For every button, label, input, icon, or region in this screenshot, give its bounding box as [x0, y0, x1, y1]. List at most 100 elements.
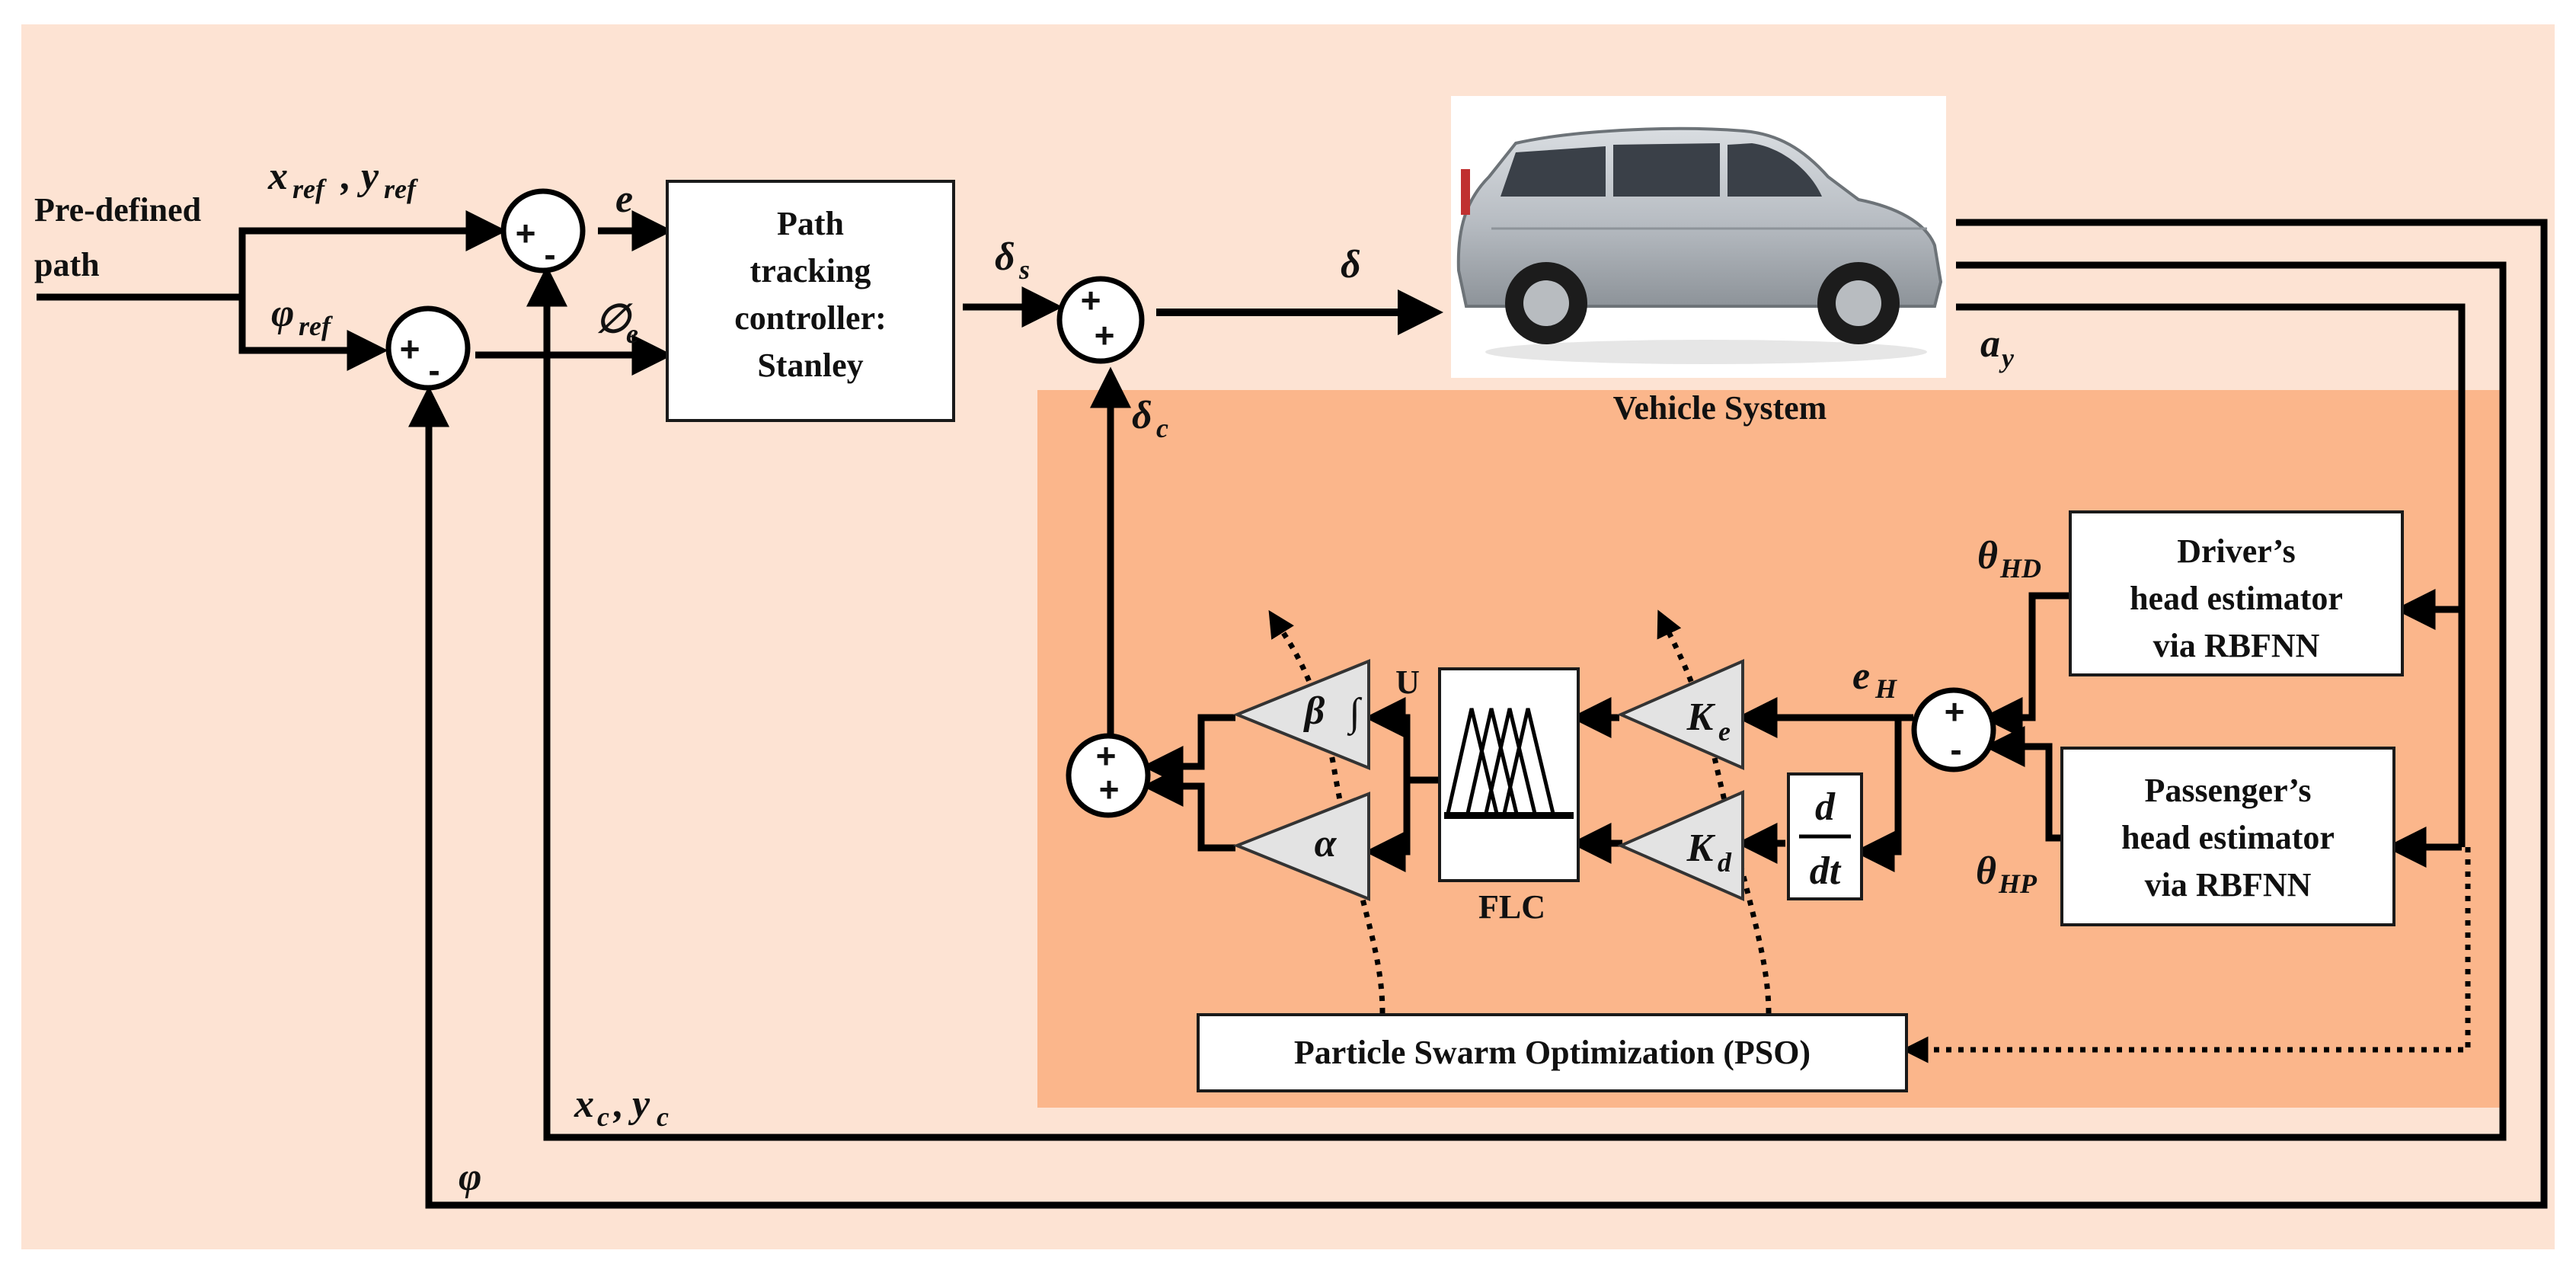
- beta-symbol: β: [1303, 689, 1325, 733]
- stanley-label-2: tracking: [750, 252, 871, 289]
- eh-subscript: H: [1874, 673, 1897, 704]
- theta-hd-subscript: HD: [1999, 553, 2041, 584]
- signal-delta-s: δ s: [995, 235, 1030, 285]
- xref-symbol: x: [267, 155, 288, 198]
- derivative-denominator: dt: [1810, 849, 1842, 893]
- sum1-sign-b: -: [544, 235, 555, 274]
- stanley-label-3: controller:: [734, 299, 887, 337]
- delta-c-subscript: c: [1156, 413, 1168, 443]
- sum4-sign-b: +: [1099, 769, 1120, 809]
- integral-symbol: ∫: [1347, 691, 1363, 736]
- yref-subscript: ref: [384, 174, 418, 204]
- sum5-sign-a: +: [1945, 692, 1965, 731]
- stanley-controller-block: [666, 180, 955, 422]
- driver-label-1: Driver’s: [2177, 532, 2296, 570]
- signal-theta-hp: θ HP: [1976, 849, 2037, 899]
- sum5-sign-b: -: [1950, 730, 1961, 769]
- signal-e: e: [615, 177, 633, 221]
- wire-phi-feedback: [408, 219, 2548, 1209]
- delta-c-symbol: δ: [1132, 394, 1152, 437]
- kd-symbol: K: [1686, 827, 1716, 870]
- phiref-symbol: φ: [271, 292, 294, 335]
- wire-flc-out: [1364, 697, 1438, 784]
- pso-block: [1197, 1013, 1908, 1092]
- yc-subscript: c: [657, 1102, 669, 1132]
- beta-integral-gain: [1232, 659, 1370, 770]
- phiref-subscript: ref: [299, 311, 333, 341]
- sum-junction-head-error: [1911, 687, 1996, 772]
- vehicle-system-label: Vehicle System: [1613, 389, 1827, 427]
- passenger-label-3: via RBFNN: [2145, 866, 2312, 903]
- xc-subscript: c: [597, 1102, 609, 1132]
- sum4-sign-a: +: [1096, 736, 1117, 776]
- wire-eh-derivative: [1853, 718, 1902, 872]
- sum2-sign-b: -: [428, 350, 439, 390]
- wire-xcyc-feedback: [526, 261, 2507, 1141]
- sum2-sign-a: +: [400, 329, 420, 369]
- wire-xref: [238, 210, 507, 297]
- xref-subscript: ref: [292, 174, 327, 204]
- sum-junction-compensation: [1066, 733, 1151, 818]
- input-label-1: Pre-defined: [34, 191, 201, 229]
- wire-pso-feedback: [1901, 847, 2471, 1063]
- vehicle-image: [1451, 96, 1946, 378]
- ke-subscript: e: [1718, 716, 1731, 747]
- alpha-gain: [1232, 792, 1370, 901]
- theta-hp-symbol: θ: [1976, 849, 1996, 893]
- signal-delta: δ: [1341, 243, 1361, 286]
- phie-subscript: e: [626, 318, 638, 349]
- ay-symbol: a: [1980, 322, 2000, 366]
- wire-phiref: [238, 297, 388, 371]
- sum-junction-steering: [1056, 276, 1145, 364]
- kd-gain: [1617, 789, 1744, 902]
- sum-junction-position: [500, 188, 586, 273]
- theta-hp-subscript: HP: [1998, 868, 2037, 899]
- xc-comma: ,: [612, 1083, 624, 1126]
- flc-label: FLC: [1478, 888, 1545, 926]
- driver-head-estimator-block: [2069, 510, 2404, 676]
- ay-subscript: y: [1999, 343, 2015, 373]
- sum3-sign-a: +: [1081, 280, 1101, 320]
- pso-tune-beta-alpha: [1268, 609, 1385, 1014]
- signal-eh: e H: [1852, 654, 1897, 704]
- wire-flc-alpha: [1364, 780, 1411, 872]
- signal-delta-c: δ c: [1132, 394, 1168, 443]
- driver-label-3: via RBFNN: [2153, 627, 2320, 664]
- wire-theta-hd: [1981, 592, 2070, 738]
- wire-theta-hp: [1983, 726, 2068, 842]
- passenger-label-1: Passenger’s: [2144, 772, 2311, 809]
- signal-theta-hd: θ HD: [1977, 534, 2041, 584]
- wire-ay: [1956, 303, 2466, 847]
- u-label: U: [1395, 664, 1420, 701]
- sum3-sign-b: +: [1095, 315, 1115, 355]
- ke-gain: [1617, 658, 1744, 771]
- ke-symbol: K: [1686, 696, 1716, 739]
- signal-ay: a y: [1980, 322, 2015, 373]
- passenger-head-estimator-block: [2060, 747, 2395, 926]
- kd-subscript: d: [1718, 847, 1732, 878]
- stanley-label-4: Stanley: [757, 347, 863, 384]
- alpha-symbol: α: [1315, 822, 1338, 865]
- delta-s-subscript: s: [1018, 254, 1030, 285]
- xref-comma: ,: [340, 155, 351, 198]
- signal-phiref: φ ref: [271, 292, 333, 341]
- phie-symbol: ∅: [596, 298, 633, 341]
- theta-hd-symbol: θ: [1977, 534, 1998, 577]
- flc-membership-icon: [1445, 708, 1556, 817]
- driver-label-2: head estimator: [2130, 580, 2343, 617]
- pso-tune-ke-kd: [1657, 609, 1772, 1014]
- sum1-sign-a: +: [516, 213, 536, 253]
- signal-phi: φ: [459, 1156, 481, 1199]
- signal-phie: ∅ e: [596, 298, 638, 349]
- signal-xc-yc: x c , y c: [574, 1083, 669, 1132]
- sum-junction-heading: [385, 305, 471, 391]
- derivative-numerator: d: [1815, 785, 1836, 829]
- signal-xref-yref: x ref , y ref: [267, 155, 418, 204]
- pso-label: Particle Swarm Optimization (PSO): [1294, 1034, 1811, 1071]
- xc-symbol: x: [574, 1083, 594, 1126]
- input-label-2: path: [34, 246, 100, 283]
- stanley-label-1: Path: [777, 205, 844, 242]
- passenger-label-2: head estimator: [2121, 819, 2335, 856]
- delta-s-symbol: δ: [995, 235, 1015, 279]
